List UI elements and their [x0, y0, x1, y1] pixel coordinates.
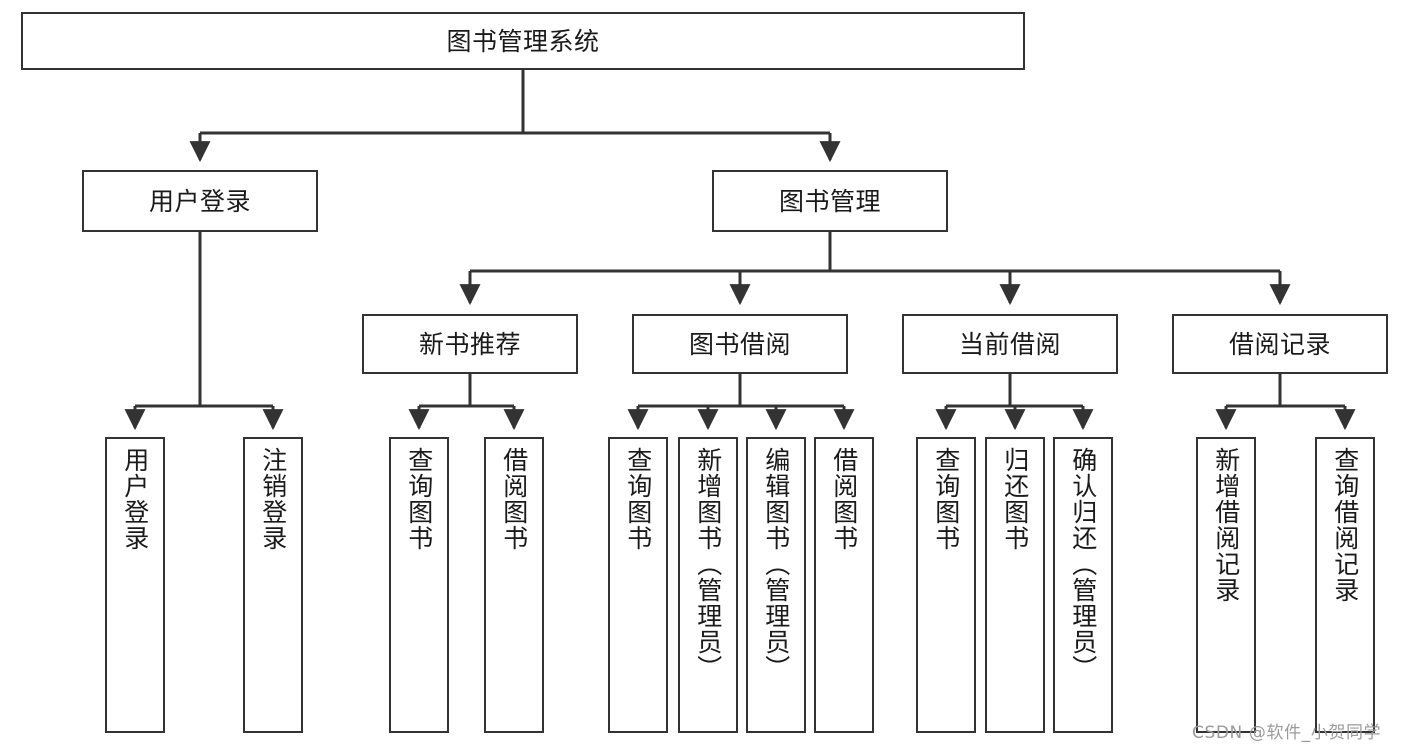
node-borrow-record[interactable]: 借阅记录: [1172, 314, 1388, 374]
csdn-watermark: CSDN @软件_小贺同学: [1192, 723, 1382, 743]
node-book-manage[interactable]: 图书管理: [712, 170, 948, 232]
node-user-login[interactable]: 用户登录: [82, 170, 318, 232]
node-leaf-add-record[interactable]: 新增借阅记录: [1196, 437, 1256, 733]
node-leaf-query-book-rec[interactable]: 查询图书: [389, 437, 449, 733]
node-new-book-recommend[interactable]: 新书推荐: [362, 314, 578, 374]
node-leaf-edit-book[interactable]: 编辑图书（管理员）: [746, 437, 806, 733]
node-leaf-add-book-label: 新增图书（管理员）: [693, 447, 723, 681]
node-leaf-user-login-label: 用户登录: [120, 447, 150, 551]
node-leaf-borrow-book-rec-label: 借阅图书: [499, 447, 529, 551]
node-leaf-return-book-label: 归还图书: [1000, 447, 1030, 551]
node-root-label: 图书管理系统: [446, 26, 600, 56]
node-book-manage-label: 图书管理: [778, 186, 881, 216]
node-borrow-record-label: 借阅记录: [1228, 329, 1331, 359]
node-leaf-add-book[interactable]: 新增图书（管理员）: [678, 437, 738, 733]
node-leaf-add-record-label: 新增借阅记录: [1211, 447, 1241, 603]
node-root[interactable]: 图书管理系统: [21, 12, 1025, 70]
node-leaf-borrow-book[interactable]: 借阅图书: [814, 437, 874, 733]
node-new-book-recommend-label: 新书推荐: [418, 329, 521, 359]
node-book-borrow-label: 图书借阅: [688, 329, 791, 359]
node-leaf-query-book-borrow-label: 查询图书: [623, 447, 653, 551]
node-user-login-label: 用户登录: [148, 186, 251, 216]
node-current-borrow[interactable]: 当前借阅: [902, 314, 1118, 374]
node-leaf-user-login[interactable]: 用户登录: [105, 437, 165, 733]
node-leaf-query-book-current[interactable]: 查询图书: [916, 437, 976, 733]
node-leaf-user-logout-label: 注销登录: [258, 447, 288, 551]
node-leaf-borrow-book-rec[interactable]: 借阅图书: [484, 437, 544, 733]
node-leaf-confirm-return[interactable]: 确认归还（管理员）: [1053, 437, 1113, 733]
node-current-borrow-label: 当前借阅: [958, 329, 1061, 359]
node-leaf-user-logout[interactable]: 注销登录: [243, 437, 303, 733]
node-leaf-confirm-return-label: 确认归还（管理员）: [1068, 447, 1098, 681]
node-leaf-return-book[interactable]: 归还图书: [985, 437, 1045, 733]
node-leaf-query-book-rec-label: 查询图书: [404, 447, 434, 551]
node-leaf-query-record[interactable]: 查询借阅记录: [1315, 437, 1375, 733]
node-leaf-query-record-label: 查询借阅记录: [1330, 447, 1360, 603]
node-leaf-query-book-borrow[interactable]: 查询图书: [608, 437, 668, 733]
node-leaf-edit-book-label: 编辑图书（管理员）: [761, 447, 791, 681]
node-leaf-query-book-current-label: 查询图书: [931, 447, 961, 551]
node-leaf-borrow-book-label: 借阅图书: [829, 447, 859, 551]
node-book-borrow[interactable]: 图书借阅: [632, 314, 848, 374]
